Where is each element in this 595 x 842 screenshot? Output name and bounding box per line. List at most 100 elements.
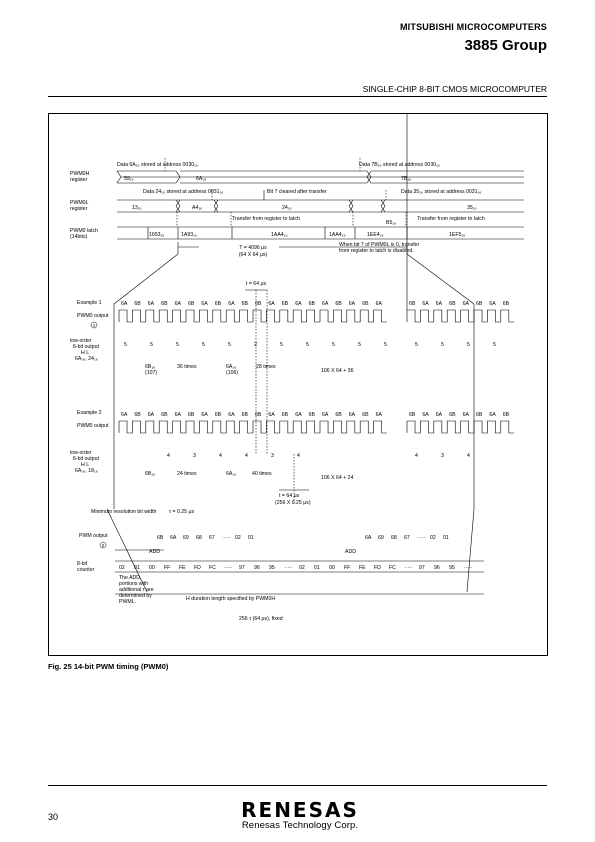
counter-cell: FC xyxy=(389,565,396,571)
add-note-line: additional τ are xyxy=(119,587,154,593)
ex2-pulse-label: 6B xyxy=(188,412,195,418)
counter-cell: 97 xyxy=(239,565,245,571)
ex2-pulse-label: 6A xyxy=(436,412,443,418)
ex2-pulse-label: 6A xyxy=(422,412,429,418)
renesas-logo: RENESAS Renesas Technology Corp. xyxy=(230,798,370,831)
pwm-cell: 6B xyxy=(157,535,164,541)
ex1-count-a-times: 36 times xyxy=(177,364,197,370)
header-group: 3885 Group xyxy=(464,37,547,54)
latch-label-1: PWM0 latch xyxy=(70,228,98,234)
ex2-low-value: 3 xyxy=(271,453,274,459)
pwm-cell: 69 xyxy=(183,535,189,541)
ex1-pulse-label: 6B xyxy=(309,301,316,307)
ex2-pulse-label: 6B xyxy=(161,412,168,418)
ex2-low-value: 4 xyxy=(245,453,248,459)
ex1-pulse-label: 6B xyxy=(503,301,510,307)
period-1: T = 4096 μs xyxy=(239,245,267,251)
logo-corp: Renesas Technology Corp. xyxy=(241,820,359,831)
ex2-pulse-label: 6A xyxy=(349,412,356,418)
transfer-1: Transfer from register to latch xyxy=(232,216,300,222)
pwm-cell: 01 xyxy=(248,535,254,541)
counter-cell: 00 xyxy=(329,565,335,571)
add-note-line: portions with xyxy=(119,581,148,587)
pwml-val-3: B5₁₆ xyxy=(386,220,396,226)
latch-val-3: 1AA4₁₆ xyxy=(329,232,346,238)
counter-cell: 01 xyxy=(314,565,320,571)
ex1-low-value: 5 xyxy=(150,342,153,348)
counter-cell: FF xyxy=(344,565,350,571)
bit7-disabled-1: When bit 7 of PWM0L is 0, transfer xyxy=(339,242,420,248)
latch-val-0: 1653₁₆ xyxy=(149,232,164,238)
ex1-low-value: 5 xyxy=(202,342,205,348)
ex1-low-value: 5 xyxy=(280,342,283,348)
ex2-pulse-label: 6B xyxy=(282,412,289,418)
pwm-cell: 68 xyxy=(391,535,397,541)
ex2-low-value: 3 xyxy=(441,453,444,459)
ex1-low-value: 5 xyxy=(467,342,470,348)
ex1-pulse-label: 6A xyxy=(463,301,470,307)
detail-tau: τ = 0.25 μs xyxy=(169,509,194,515)
counter-cell: 96 xyxy=(254,565,260,571)
detail-t-1: t = 64 μs xyxy=(279,493,300,499)
ex1-low-value: 5 xyxy=(176,342,179,348)
ex1-pulse-label: 6A xyxy=(268,301,275,307)
ex1-low-value: 5 xyxy=(228,342,231,348)
pwm-cell: 68 xyxy=(196,535,202,541)
ex2-pulse-label: 6B xyxy=(362,412,369,418)
counter-cell: 02 xyxy=(119,565,125,571)
pwm-cell: 6A xyxy=(365,535,372,541)
ex2-count-a: 6B₁₆ xyxy=(145,471,155,477)
ex2-low-2: 6-bit output xyxy=(73,456,100,462)
timing-diagram: Data 6A₁₆ stored at address 0030₁₆ Data … xyxy=(70,114,524,622)
ex2-pulse-label: 6A xyxy=(376,412,383,418)
ex1-pulse-label: 6A xyxy=(121,301,128,307)
pwm-cell: ····· xyxy=(417,535,426,541)
ex1-count-b-times: 28 times xyxy=(256,364,276,370)
ex1-formula: 106 X 64 + 36 xyxy=(321,368,354,374)
bit7-disabled-2: from register to latch is disabled. xyxy=(339,248,414,254)
ex2-pulse-label: 6A xyxy=(121,412,128,418)
ex1-low-hl: H L xyxy=(81,350,89,356)
counter-cell: 97 xyxy=(419,565,425,571)
detail-h-duration: H duration length specified by PWM0H xyxy=(186,596,275,602)
page-number: 30 xyxy=(48,812,59,822)
pwmh-val-2: 7B₁₆ xyxy=(401,176,411,182)
pwmh-label-1: PWM0H xyxy=(70,171,90,177)
counter-cell: FD xyxy=(194,565,201,571)
logo-mark: RENESAS xyxy=(241,798,359,822)
counter-cell: FD xyxy=(374,565,381,571)
pwml-val-4: 35₁₆ xyxy=(467,205,477,211)
ex1-pulse-label: 6A xyxy=(322,301,329,307)
ex1-low-value: 5 xyxy=(441,342,444,348)
counter-cell: ····· xyxy=(464,565,473,571)
ex1-output-label: PWM0 output xyxy=(77,313,109,319)
pwm-cell: 67 xyxy=(209,535,215,541)
ex1-label: Example 1 xyxy=(77,300,102,306)
counter-cell: ····· xyxy=(284,565,293,571)
detail-output-label: PWM output xyxy=(79,533,108,539)
latch-val-4: 1EE4₁₆ xyxy=(367,232,384,238)
ex1-pulse-label: 6A xyxy=(376,301,383,307)
header-rule xyxy=(48,96,547,97)
ex2-pulse-label: 6B xyxy=(409,412,416,418)
counter-cell: ····· xyxy=(224,565,233,571)
ex1-pulse-label: 6B xyxy=(255,301,262,307)
ex1-pulse-label: 6B xyxy=(282,301,289,307)
header-maker: MITSUBISHI MICROCOMPUTERS xyxy=(399,22,547,32)
ex1-pulse-label: 6A xyxy=(349,301,356,307)
counter-cell: 95 xyxy=(269,565,275,571)
counter-cell: FF xyxy=(164,565,170,571)
pwml-val-2: 24₁₆ xyxy=(282,205,292,211)
ex1-pulse-label: 6A xyxy=(201,301,208,307)
ex1-pulse-label: 6A xyxy=(422,301,429,307)
ex1-pulse-label: 6B xyxy=(449,301,456,307)
ex1-pulse-label: 6A xyxy=(489,301,496,307)
ex2-pulse-label: 6A xyxy=(463,412,470,418)
detail-counter-2: counter xyxy=(77,567,95,573)
pwml-val-1: A4₁₆ xyxy=(192,205,202,211)
ex1-t-label: t = 64 μs xyxy=(246,281,267,287)
header-subtitle: SINGLE-CHIP 8-BIT CMOS MICROCOMPUTER xyxy=(362,84,547,94)
counter-cell: ····· xyxy=(404,565,413,571)
ex2-low-hl: H L xyxy=(81,462,89,468)
pwmh-val-1: 6A₁₆ xyxy=(196,176,206,182)
